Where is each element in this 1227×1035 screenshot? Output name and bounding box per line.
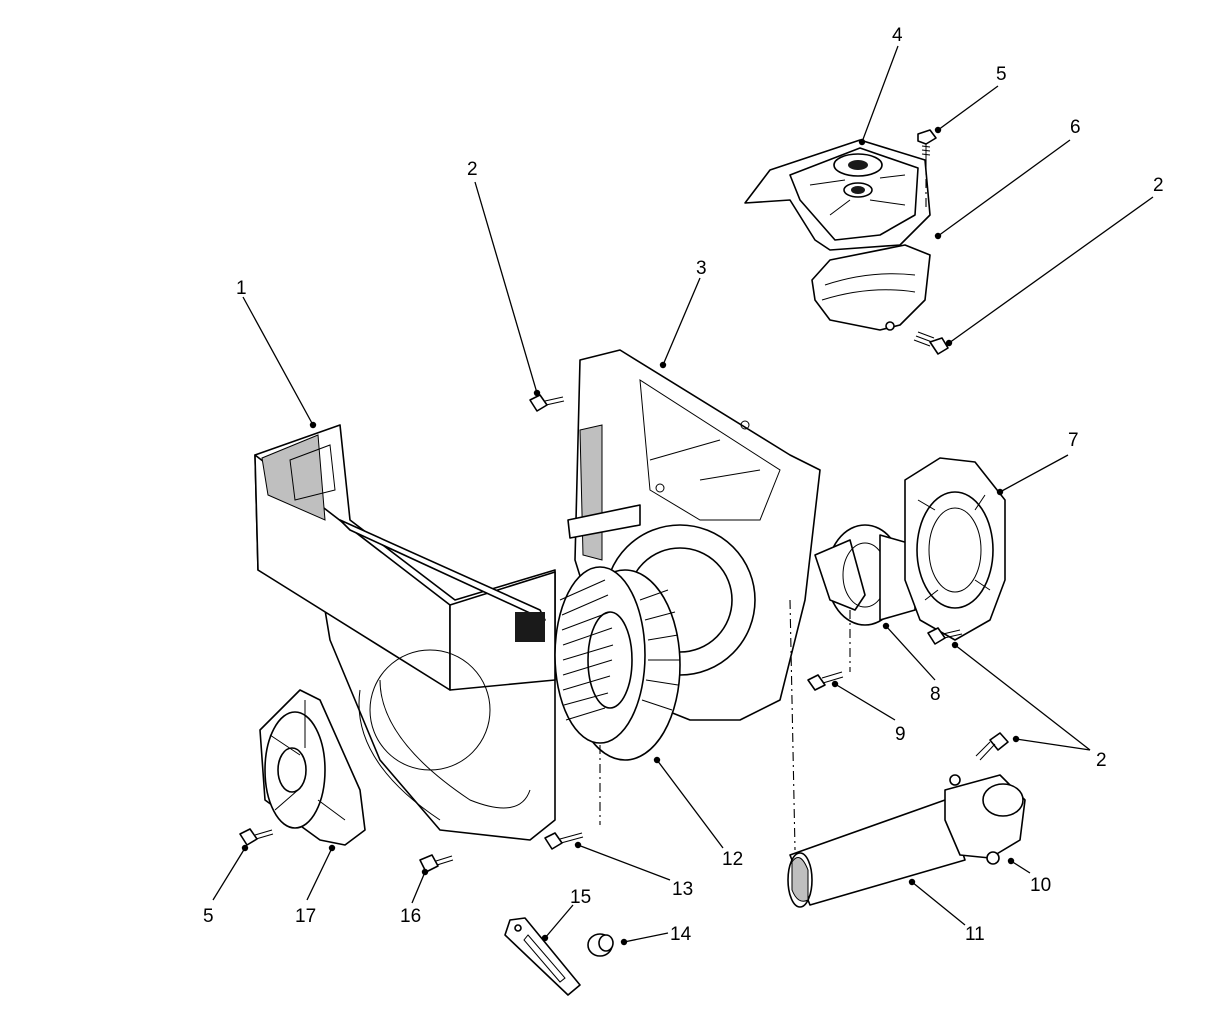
part-15-bracket [504,917,581,996]
callout-5-bottom: 5 [203,906,214,927]
callout-12: 12 [722,849,743,870]
callout-labels: 1 2 3 4 5 6 2 7 8 9 2 10 11 12 13 14 15 … [203,25,1164,945]
part-2-screw-a [913,331,949,355]
part-16-screw [419,854,454,873]
callout-7: 7 [1068,430,1079,451]
part-2-screw-b [927,627,963,645]
callout-10: 10 [1030,875,1051,896]
callout-13: 13 [672,879,693,900]
part-12-blower-wheel [554,566,681,825]
callout-9: 9 [895,724,906,745]
part-2-screw-top-left [529,394,565,412]
callout-3: 3 [696,258,707,279]
part-2-screw-c [975,732,1009,761]
part-5-screw-top [917,129,937,210]
callout-16: 16 [400,906,421,927]
callout-15: 15 [570,887,591,908]
callout-14: 14 [670,924,692,945]
callout-1: 1 [236,278,247,299]
callout-8: 8 [930,684,941,705]
callout-2-top-left: 2 [467,159,478,180]
part-14-grommet [587,933,614,957]
leader-lines [212,45,1154,943]
part-7-outlet-flange [904,457,1006,641]
callout-4: 4 [892,25,903,46]
callout-5-top: 5 [996,64,1007,85]
callout-17: 17 [295,906,316,927]
part-4-top-cover [744,139,931,251]
part-10-elbow [944,774,1026,865]
part-13-screw [544,832,584,850]
part-11-duct-tube [787,599,966,908]
part-6-lower-cover [811,244,931,331]
callout-11: 11 [965,924,985,945]
part-5-screw-bottom [239,828,274,846]
callout-2-top-right: 2 [1153,175,1164,196]
part-1-front-housing [254,424,556,841]
part-9-screw [807,610,851,691]
part-8-adapter [814,524,916,626]
part-17-inlet-cover [259,689,366,846]
callout-2-right: 2 [1096,750,1107,771]
leader-dots [241,126,1020,946]
callout-6: 6 [1070,117,1081,138]
